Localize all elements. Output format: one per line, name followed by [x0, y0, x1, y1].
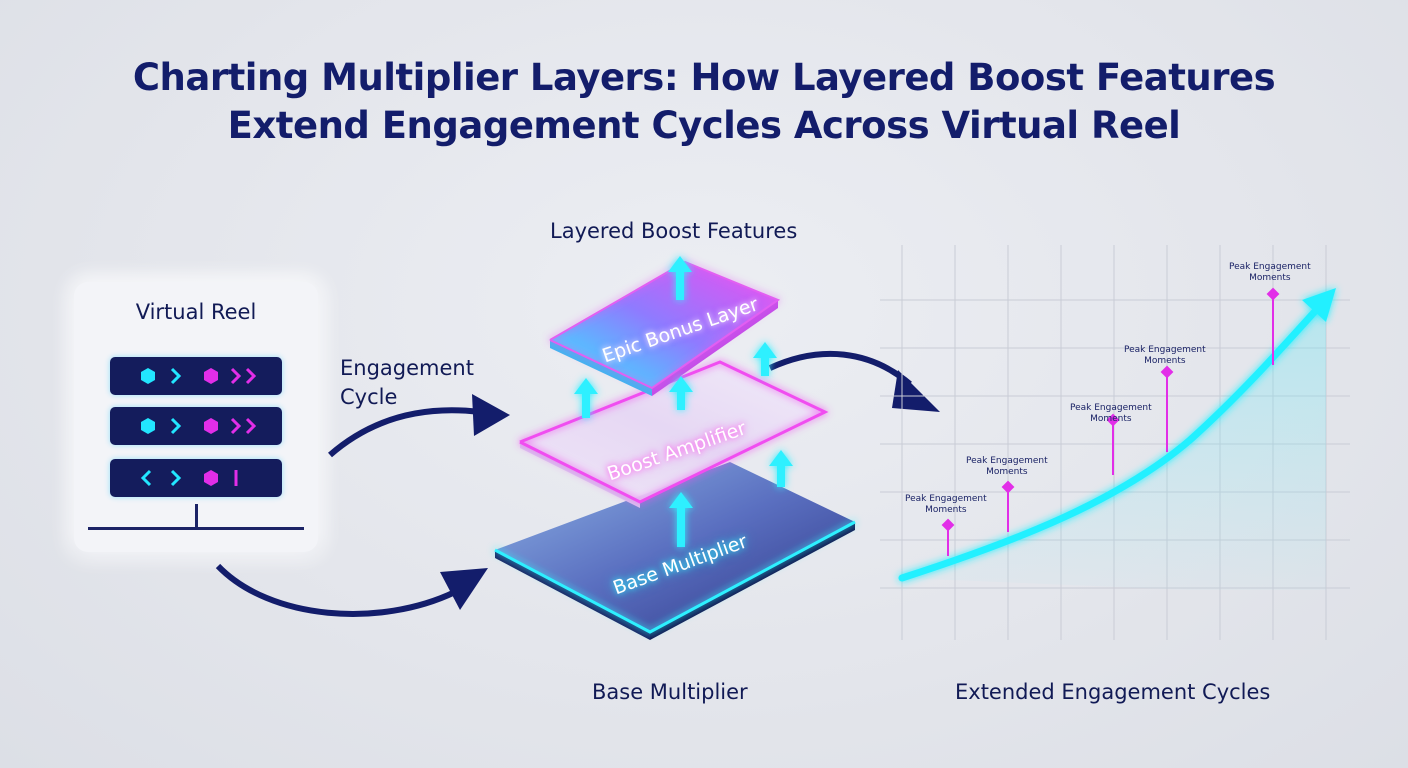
reel-symbols-icon: [141, 367, 257, 385]
engagement-cycle-line-2: Cycle: [340, 385, 398, 409]
engagement-cycle-line-1: Engagement: [340, 356, 474, 380]
return-arrow: [215, 563, 457, 617]
epic-bonus-layer: [549, 260, 781, 396]
peak-label-5-line-2: Moments: [1249, 273, 1291, 283]
to-chart-arrow: [768, 350, 912, 387]
layered-boost-features-heading: Layered Boost Features: [550, 219, 798, 243]
engagement-cycle-label: Engagement Cycle: [340, 354, 474, 412]
engagement-area: [902, 300, 1326, 590]
reel-row-1: [110, 357, 282, 395]
peak-label-1: Peak Engagement Moments: [905, 494, 987, 516]
base-multiplier-caption: Base Multiplier: [592, 680, 748, 704]
return-arrow-head: [440, 568, 488, 610]
peak-label-4: Peak Engagement Moments: [1124, 345, 1206, 367]
reel-base-line: [88, 527, 304, 530]
peak-label-3-line-1: Peak Engagement: [1070, 403, 1152, 413]
base-multiplier-layer: [494, 462, 856, 640]
engagement-cycle-arrow: [328, 407, 481, 458]
engagement-curve-arrow-head: [1302, 288, 1336, 322]
reel-row-3: [110, 459, 282, 497]
peak-label-1-line-2: Moments: [925, 505, 967, 515]
extended-engagement-caption: Extended Engagement Cycles: [955, 680, 1271, 704]
peak-label-3: Peak Engagement Moments: [1070, 403, 1152, 425]
peak-label-4-line-2: Moments: [1144, 356, 1186, 366]
peak-label-5: Peak Engagement Moments: [1229, 262, 1311, 284]
reel-symbols-icon: [141, 417, 257, 435]
peak-label-2: Peak Engagement Moments: [966, 456, 1048, 478]
reel-stand: [195, 504, 198, 528]
boost-up-arrows: [574, 256, 793, 547]
virtual-reel-panel: Virtual Reel: [74, 282, 318, 552]
peak-label-3-line-2: Moments: [1090, 414, 1132, 424]
engagement-cycle-arrow-head: [472, 394, 510, 436]
peak-markers: [941, 287, 1280, 556]
engagement-curve: [898, 304, 1322, 582]
peak-label-1-line-1: Peak Engagement: [905, 494, 987, 504]
peak-label-4-line-1: Peak Engagement: [1124, 345, 1206, 355]
virtual-reel-title: Virtual Reel: [135, 300, 257, 324]
reel-row-2: [110, 407, 282, 445]
peak-label-2-line-1: Peak Engagement: [966, 456, 1048, 466]
title-line-1: Charting Multiplier Layers: How Layered …: [132, 56, 1276, 99]
reel-symbols-icon: [140, 469, 238, 487]
peak-label-5-line-1: Peak Engagement: [1229, 262, 1311, 272]
title-line-2: Extend Engagement Cycles Across Virtual …: [227, 104, 1181, 147]
peak-label-2-line-2: Moments: [986, 467, 1028, 477]
to-chart-arrow-head: [892, 370, 940, 412]
